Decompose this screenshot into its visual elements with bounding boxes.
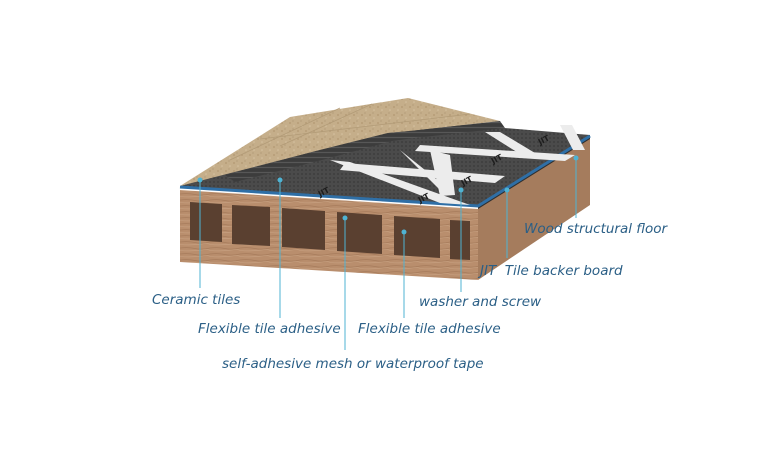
joist-cavities <box>190 202 470 260</box>
label-tile-backer-board: JIT Tile backer board <box>477 263 623 279</box>
label-flexible-tile-adhesive-left: Flexible tile adhesive <box>198 321 341 337</box>
label-ceramic-tiles: Ceramic tiles <box>152 292 240 308</box>
combed-adhesive <box>225 121 505 182</box>
leader-lines <box>199 158 577 350</box>
label-flexible-tile-adhesive-right: Flexible tile adhesive <box>358 321 501 337</box>
label-mesh-or-waterproof-tape: self-adhesive mesh or waterproof tape <box>222 356 484 372</box>
tile-backer-board <box>180 120 590 205</box>
label-washer-and-screw: washer and screw <box>419 294 542 310</box>
label-wood-structural-floor: Wood structural floor <box>524 221 669 237</box>
wood-floor-right <box>478 139 590 280</box>
waterproof-tape <box>330 125 585 205</box>
leader-dots <box>197 155 579 235</box>
tile-grout <box>229 103 471 161</box>
